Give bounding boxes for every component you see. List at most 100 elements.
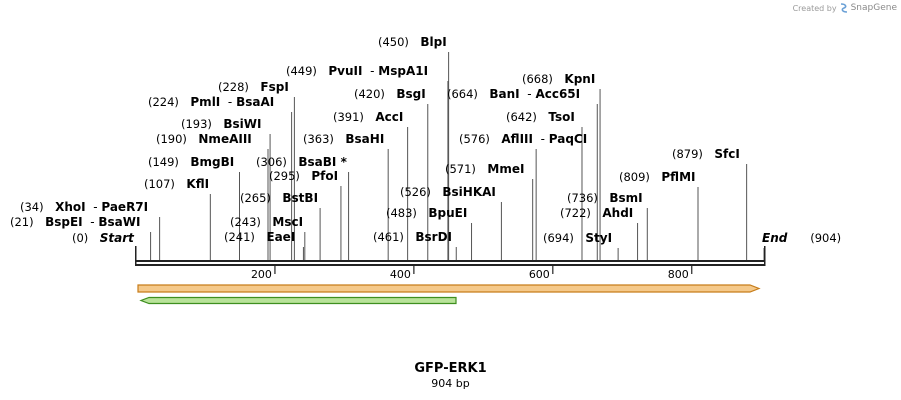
site-label[interactable]: (243) MscI	[230, 215, 303, 229]
site-label[interactable]: (722) AhdI	[560, 206, 633, 220]
enzyme-name: BsaHI	[345, 132, 384, 146]
site-position: (526)	[400, 185, 431, 199]
enzyme-name: MscI	[272, 215, 303, 229]
enzyme-name: BsiWI	[223, 117, 261, 131]
site-position: (664)	[447, 87, 478, 101]
site-label[interactable]: (694) StyI	[543, 231, 612, 245]
site-position: (190)	[156, 132, 187, 146]
site-position: (149)	[148, 155, 179, 169]
site-position: (265)	[240, 191, 271, 205]
site-position: (642)	[506, 110, 537, 124]
site-label[interactable]: (149) BmgBI	[148, 155, 234, 169]
site-label[interactable]: (391) AccI	[333, 110, 403, 124]
site-label[interactable]: (879) SfcI	[672, 147, 740, 161]
site-position: (0)	[72, 231, 88, 245]
site-label[interactable]: (190) NmeAIII	[156, 132, 252, 146]
site-position: (295)	[269, 169, 300, 183]
enzyme-name: PvuII	[328, 64, 362, 78]
backbone-bottom-strand	[136, 264, 765, 266]
site-position: (306)	[256, 155, 287, 169]
enzyme-name: SfcI	[714, 147, 739, 161]
backbone-top-strand	[136, 260, 765, 262]
site-position: (21)	[10, 215, 34, 229]
credit-brand: SnapGene	[850, 3, 897, 13]
enzyme-name: PaeR7I	[101, 200, 148, 214]
site-position: (809)	[619, 170, 650, 184]
site-position: (449)	[286, 64, 317, 78]
site-position: (694)	[543, 231, 574, 245]
site-position: (107)	[144, 177, 175, 191]
site-label[interactable]: (642) TsoI	[506, 110, 575, 124]
enzyme-name: TsoI	[548, 110, 574, 124]
enzyme-name: PfoI	[311, 169, 338, 183]
site-label[interactable]: (34) XhoI - PaeR7I	[20, 200, 148, 214]
enzyme-name: PaqCI	[549, 132, 587, 146]
backbone-right-cap	[764, 246, 766, 266]
site-label[interactable]: (450) BlpI	[378, 35, 447, 49]
site-position: (193)	[181, 117, 212, 131]
site-position: (668)	[522, 72, 553, 86]
site-position: (228)	[218, 80, 249, 94]
enzyme-name: AhdI	[602, 206, 633, 220]
site-label[interactable]: (241) EaeI	[224, 230, 295, 244]
enzyme-name: FspI	[260, 80, 288, 94]
green-feature-arrow[interactable]	[139, 296, 457, 305]
enzyme-name: KpnI	[564, 72, 595, 86]
site-position: (571)	[445, 162, 476, 176]
site-position: (461)	[373, 230, 404, 244]
enzyme-name: PmlI	[190, 95, 220, 109]
enzyme-name: BstBI	[282, 191, 318, 205]
enzyme-name: BsmI	[609, 191, 642, 205]
site-label[interactable]: (363) BsaHI	[303, 132, 384, 146]
enzyme-name: PflMI	[661, 170, 695, 184]
site-lines	[135, 52, 765, 260]
backbone-left-cap	[135, 246, 137, 266]
site-label[interactable]: (228) FspI	[218, 80, 289, 94]
map-title: GFP-ERK1	[414, 361, 487, 376]
site-label[interactable]: (420) BsgI	[354, 87, 426, 101]
site-label[interactable]: (668) KpnI	[522, 72, 595, 86]
enzyme-name: EaeI	[266, 230, 295, 244]
sequence-backbone	[135, 246, 766, 266]
site-label[interactable]: (295) PfoI	[269, 169, 338, 183]
site-label[interactable]: (664) BanI - Acc65I	[447, 87, 580, 101]
site-labels: (0) Start (21) BspEI - BsaWI(34) XhoI - P…	[10, 35, 841, 245]
orange-feature-arrow[interactable]	[137, 284, 761, 293]
site-label[interactable]: (736) BsmI	[567, 191, 643, 205]
site-position: (34)	[20, 200, 44, 214]
site-label[interactable]: (0) Start	[72, 231, 135, 245]
enzyme-name: AflIII	[501, 132, 533, 146]
enzyme-name: BsaWI	[98, 215, 140, 229]
enzyme-name: AccI	[375, 110, 403, 124]
site-label[interactable]: (107) KflI	[144, 177, 209, 191]
site-position: (224)	[148, 95, 179, 109]
enzyme-name: BsgI	[396, 87, 425, 101]
enzyme-name: BpuEI	[428, 206, 467, 220]
site-label[interactable]: End (904)	[762, 231, 841, 245]
site-label[interactable]: (224) PmlI - BsaAI	[148, 95, 274, 109]
feature-track	[137, 284, 761, 305]
site-position: (483)	[386, 206, 417, 220]
enzyme-name: Start	[100, 231, 135, 245]
site-label[interactable]: (809) PflMI	[619, 170, 696, 184]
site-label[interactable]: (449) PvuII - MspA1I	[286, 64, 428, 78]
enzyme-name: XhoI	[55, 200, 86, 214]
enzyme-name: BanI	[489, 87, 519, 101]
site-label[interactable]: (571) MmeI	[445, 162, 524, 176]
site-label[interactable]: (461) BsrDI	[373, 230, 452, 244]
site-label[interactable]: (576) AflIII - PaqCI	[459, 132, 587, 146]
site-position: (241)	[224, 230, 255, 244]
site-position: (904)	[810, 231, 841, 245]
site-label[interactable]: (306) BsaBI *	[256, 155, 348, 169]
site-position: (722)	[560, 206, 591, 220]
enzyme-name: BspEI	[45, 215, 83, 229]
site-label[interactable]: (483) BpuEI	[386, 206, 467, 220]
site-position: (391)	[333, 110, 364, 124]
site-label[interactable]: (265) BstBI	[240, 191, 318, 205]
enzyme-name: KflI	[186, 177, 209, 191]
site-label[interactable]: (193) BsiWI	[181, 117, 262, 131]
site-label[interactable]: (21) BspEI - BsaWI	[10, 215, 140, 229]
site-position: (736)	[567, 191, 598, 205]
site-label[interactable]: (526) BsiHKAI	[400, 185, 496, 199]
site-position: (243)	[230, 215, 261, 229]
